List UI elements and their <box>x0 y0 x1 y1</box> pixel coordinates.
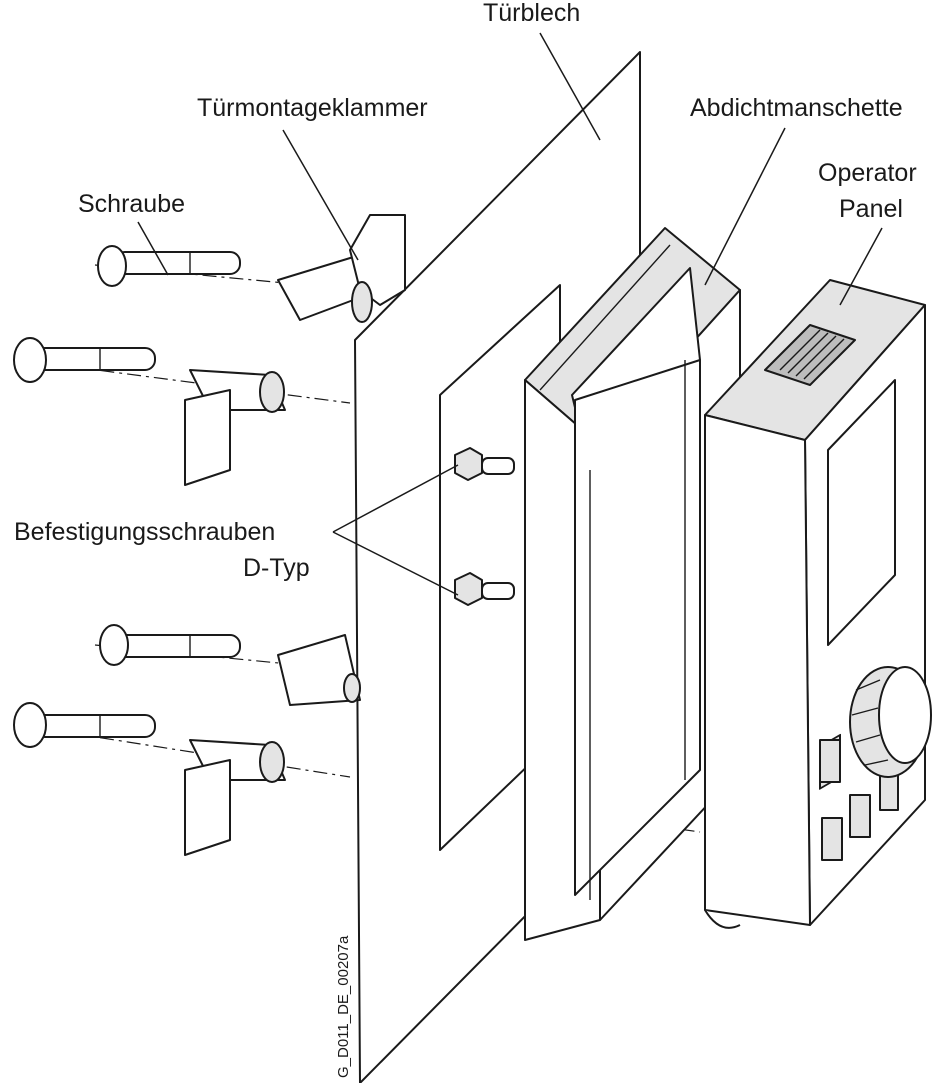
label-befestigungsschrauben-line2: D-Typ <box>243 554 310 582</box>
operator-panel <box>704 279 932 929</box>
leader-lines <box>137 32 883 596</box>
label-befestigungsschrauben-line1: Befestigungsschrauben <box>14 518 275 546</box>
screw-1 <box>97 245 241 287</box>
mounting-clamp-4 <box>184 739 286 856</box>
drawing-code: G_D011_DE_00207a <box>335 935 352 1078</box>
screw-2 <box>13 337 156 383</box>
mounting-clamp-2 <box>184 369 286 486</box>
mounting-clamp-3 <box>277 634 361 706</box>
label-turblech: Türblech <box>483 0 580 27</box>
label-abdichtmanschette: Abdichtmanschette <box>690 94 903 122</box>
d-type-screw-upper <box>454 447 515 481</box>
d-type-screw-lower <box>454 572 515 606</box>
label-operator-panel-line1: Operator <box>818 159 917 187</box>
label-operator-panel-line2: Panel <box>839 195 903 223</box>
label-turmontageklammer: Türmontageklammer <box>197 94 428 122</box>
labels: Türblech Türmontageklammer Abdichtmansch… <box>14 0 917 1078</box>
screw-3 <box>99 624 241 666</box>
label-schraube: Schraube <box>78 190 185 218</box>
screw-4 <box>13 702 156 748</box>
mounting-clamp-1 <box>277 214 406 323</box>
